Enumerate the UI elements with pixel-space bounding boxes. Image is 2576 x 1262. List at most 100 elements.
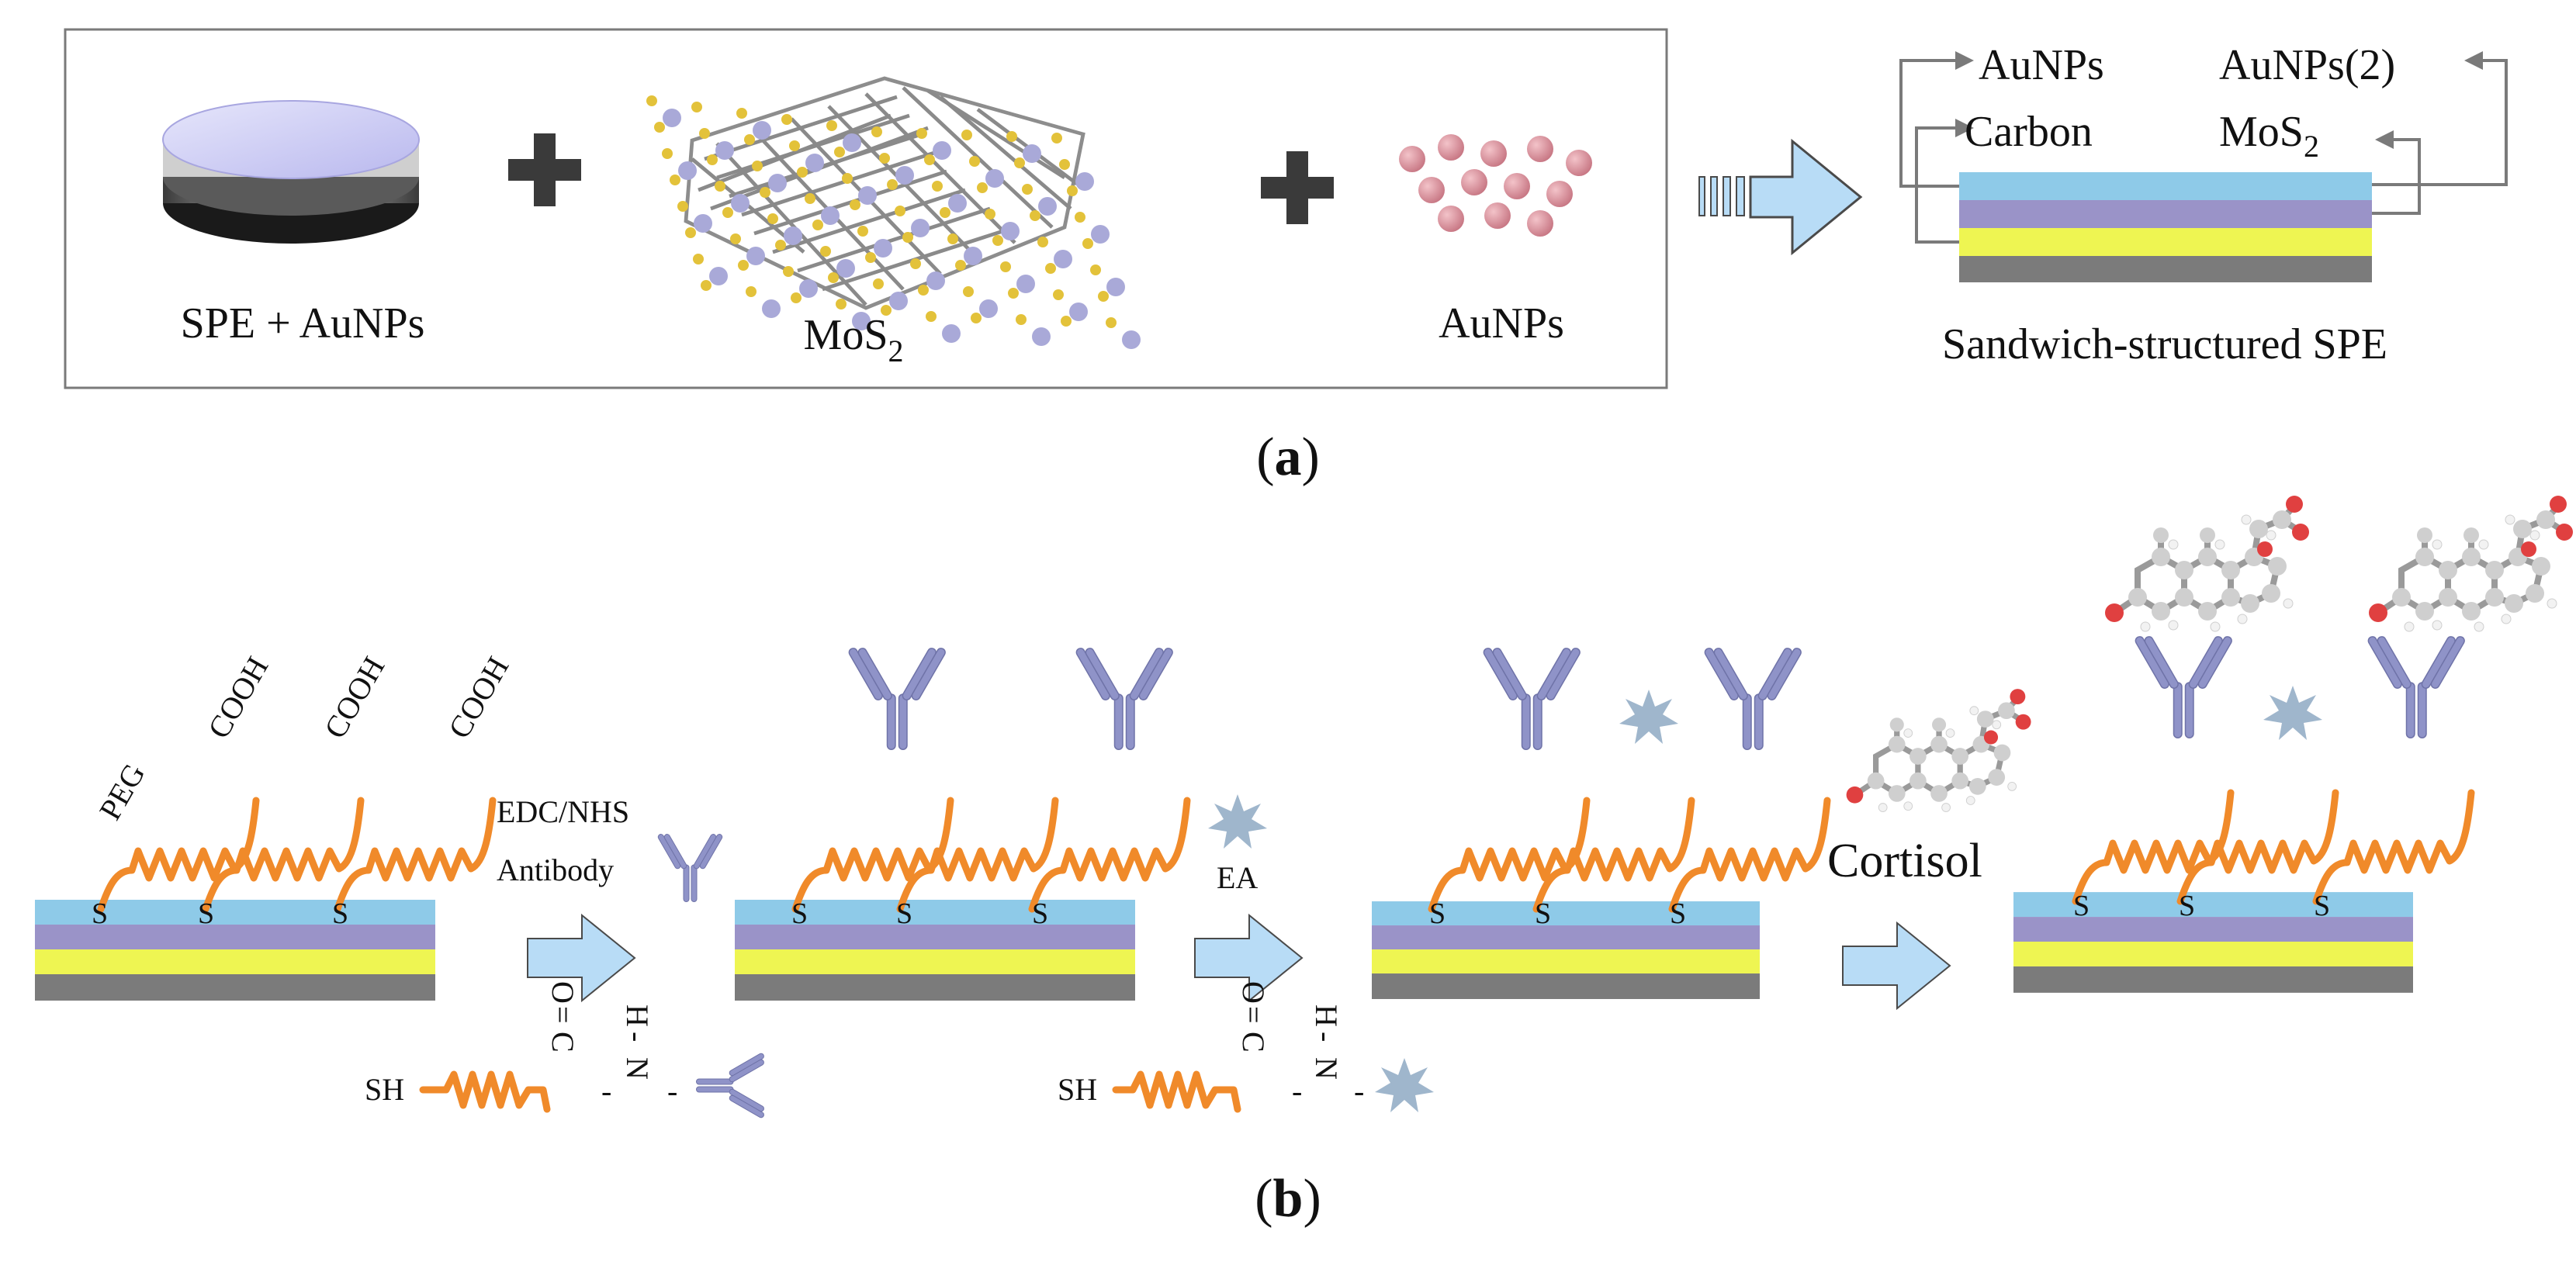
sulfur-atom — [940, 207, 950, 218]
sulfur-atom — [744, 134, 755, 145]
molybdenum-atom — [858, 186, 877, 205]
sulfur-atom — [963, 286, 974, 297]
sulfur-label: S — [332, 897, 348, 930]
sulfur-atom — [842, 173, 853, 184]
sulfur-label: S — [2073, 890, 2090, 922]
step-arrow-icon — [1842, 922, 1951, 1009]
molybdenum-atom — [709, 267, 728, 285]
sulfur-atom — [1014, 157, 1025, 168]
molybdenum-atom — [805, 154, 824, 172]
sulfur-atom — [992, 235, 1003, 246]
sulfur-atom — [873, 278, 884, 289]
sulfur-atom — [881, 305, 892, 316]
antibody-icon — [847, 645, 947, 751]
sulfur-atom — [670, 175, 680, 185]
molybdenum-atom — [843, 133, 861, 152]
antibody-icon — [1481, 645, 1582, 751]
sulfur-atom — [760, 187, 770, 198]
panel-a-label: (a) — [1256, 427, 1320, 487]
sulfur-atom — [828, 272, 839, 283]
sulfur-atom — [1098, 291, 1109, 302]
molybdenum-atom — [889, 292, 908, 310]
thiol-label: SH — [1058, 1072, 1097, 1107]
molybdenum-atom — [926, 271, 945, 290]
step3-label-cortisol: Cortisol — [1827, 835, 1982, 887]
sulfur-atom — [783, 266, 794, 277]
step2-label-ea: EA — [1217, 860, 1258, 895]
sulfur-atom — [1022, 184, 1033, 195]
amide-dash-label: - — [1354, 1074, 1364, 1108]
sulfur-atom — [736, 108, 747, 119]
layer-leader-lines — [1899, 59, 2508, 244]
sulfur-atom — [865, 252, 876, 263]
ea-star-icon — [1375, 1058, 1434, 1112]
ea-star-icon — [1208, 794, 1267, 849]
sulfur-atom — [654, 122, 665, 133]
molybdenum-atom — [1075, 172, 1094, 191]
amide-dash-label: - — [620, 1032, 655, 1042]
amide-o-label: O — [545, 981, 580, 1004]
molybdenum-atom — [731, 194, 750, 213]
sulfur-atom — [961, 130, 972, 140]
sulfur-atom — [834, 147, 845, 157]
aunp-particle — [1504, 173, 1530, 199]
molybdenum-atom — [784, 226, 802, 245]
antibody-icon — [1702, 645, 1803, 751]
spe-aunps-label: SPE + AuNPs — [181, 299, 425, 347]
peg-chain-group — [1432, 800, 1827, 909]
sulfur-atom — [1053, 289, 1064, 300]
aunp-particle — [1480, 140, 1507, 167]
layer-label-carbon: Carbon — [1965, 108, 2093, 156]
molybdenum-atom — [964, 247, 982, 265]
sulfur-atom — [699, 128, 710, 139]
sulfur-atom — [1106, 317, 1117, 328]
sulfur-atom — [902, 232, 913, 243]
sulfur-atom — [918, 285, 929, 296]
molybdenum-atom — [1122, 330, 1141, 349]
aunp-particle — [1399, 146, 1425, 172]
amide-n-label: N — [1309, 1057, 1344, 1080]
sulfur-atom — [1051, 133, 1062, 143]
sandwich-caption: Sandwich-structured SPE — [1942, 320, 2387, 368]
peg-chain-group — [101, 800, 493, 909]
sulfur-atom — [646, 95, 657, 106]
sulfur-atom — [879, 153, 890, 164]
molybdenum-atom — [1001, 222, 1020, 240]
amide-c-label: C — [1236, 1032, 1271, 1053]
sulfur-atom — [1000, 261, 1011, 272]
sulfur-atom — [715, 181, 725, 192]
sulfur-atom — [722, 207, 733, 218]
sulfur-atom — [677, 201, 688, 212]
mos2-lattice-icon — [646, 78, 1141, 349]
sulfur-atom — [1008, 288, 1019, 299]
amide-o-label: O — [1236, 981, 1271, 1004]
sulfur-atom — [1082, 238, 1093, 249]
sulfur-label: S — [1670, 897, 1686, 930]
sulfur-atom — [977, 182, 988, 193]
molybdenum-atom — [753, 121, 771, 140]
sulfur-label: S — [198, 897, 214, 930]
sulfur-atom — [707, 154, 718, 165]
sulfur-label: S — [2314, 890, 2330, 922]
step1-label-antibody: Antibody — [497, 852, 614, 887]
mos2-label: MoS2 — [804, 311, 904, 368]
antibody-icon — [1074, 645, 1175, 751]
amide-dash-label: - — [1292, 1074, 1302, 1108]
molybdenum-atom — [1054, 250, 1072, 268]
sulfur-label: S — [1429, 897, 1446, 930]
aunps-label: AuNPs — [1439, 299, 1564, 347]
sulfur-atom — [1075, 212, 1085, 223]
sulfur-atom — [693, 254, 704, 265]
sulfur-atom — [1037, 237, 1048, 247]
sulfur-atom — [738, 260, 749, 271]
sulfur-atom — [662, 148, 673, 159]
ea-star-icon — [2263, 686, 2322, 740]
sulfur-atom — [871, 126, 882, 137]
amide-dash-label: - — [1309, 1032, 1344, 1042]
sulfur-label: S — [1032, 897, 1048, 930]
molybdenum-atom — [694, 214, 712, 233]
amide-dbl-label: = — [1236, 1006, 1271, 1024]
sulfur-atom — [797, 167, 808, 178]
panel-b: PEG COOH COOH COOH S S S EDC/NHS Antibod… — [35, 496, 2573, 1229]
